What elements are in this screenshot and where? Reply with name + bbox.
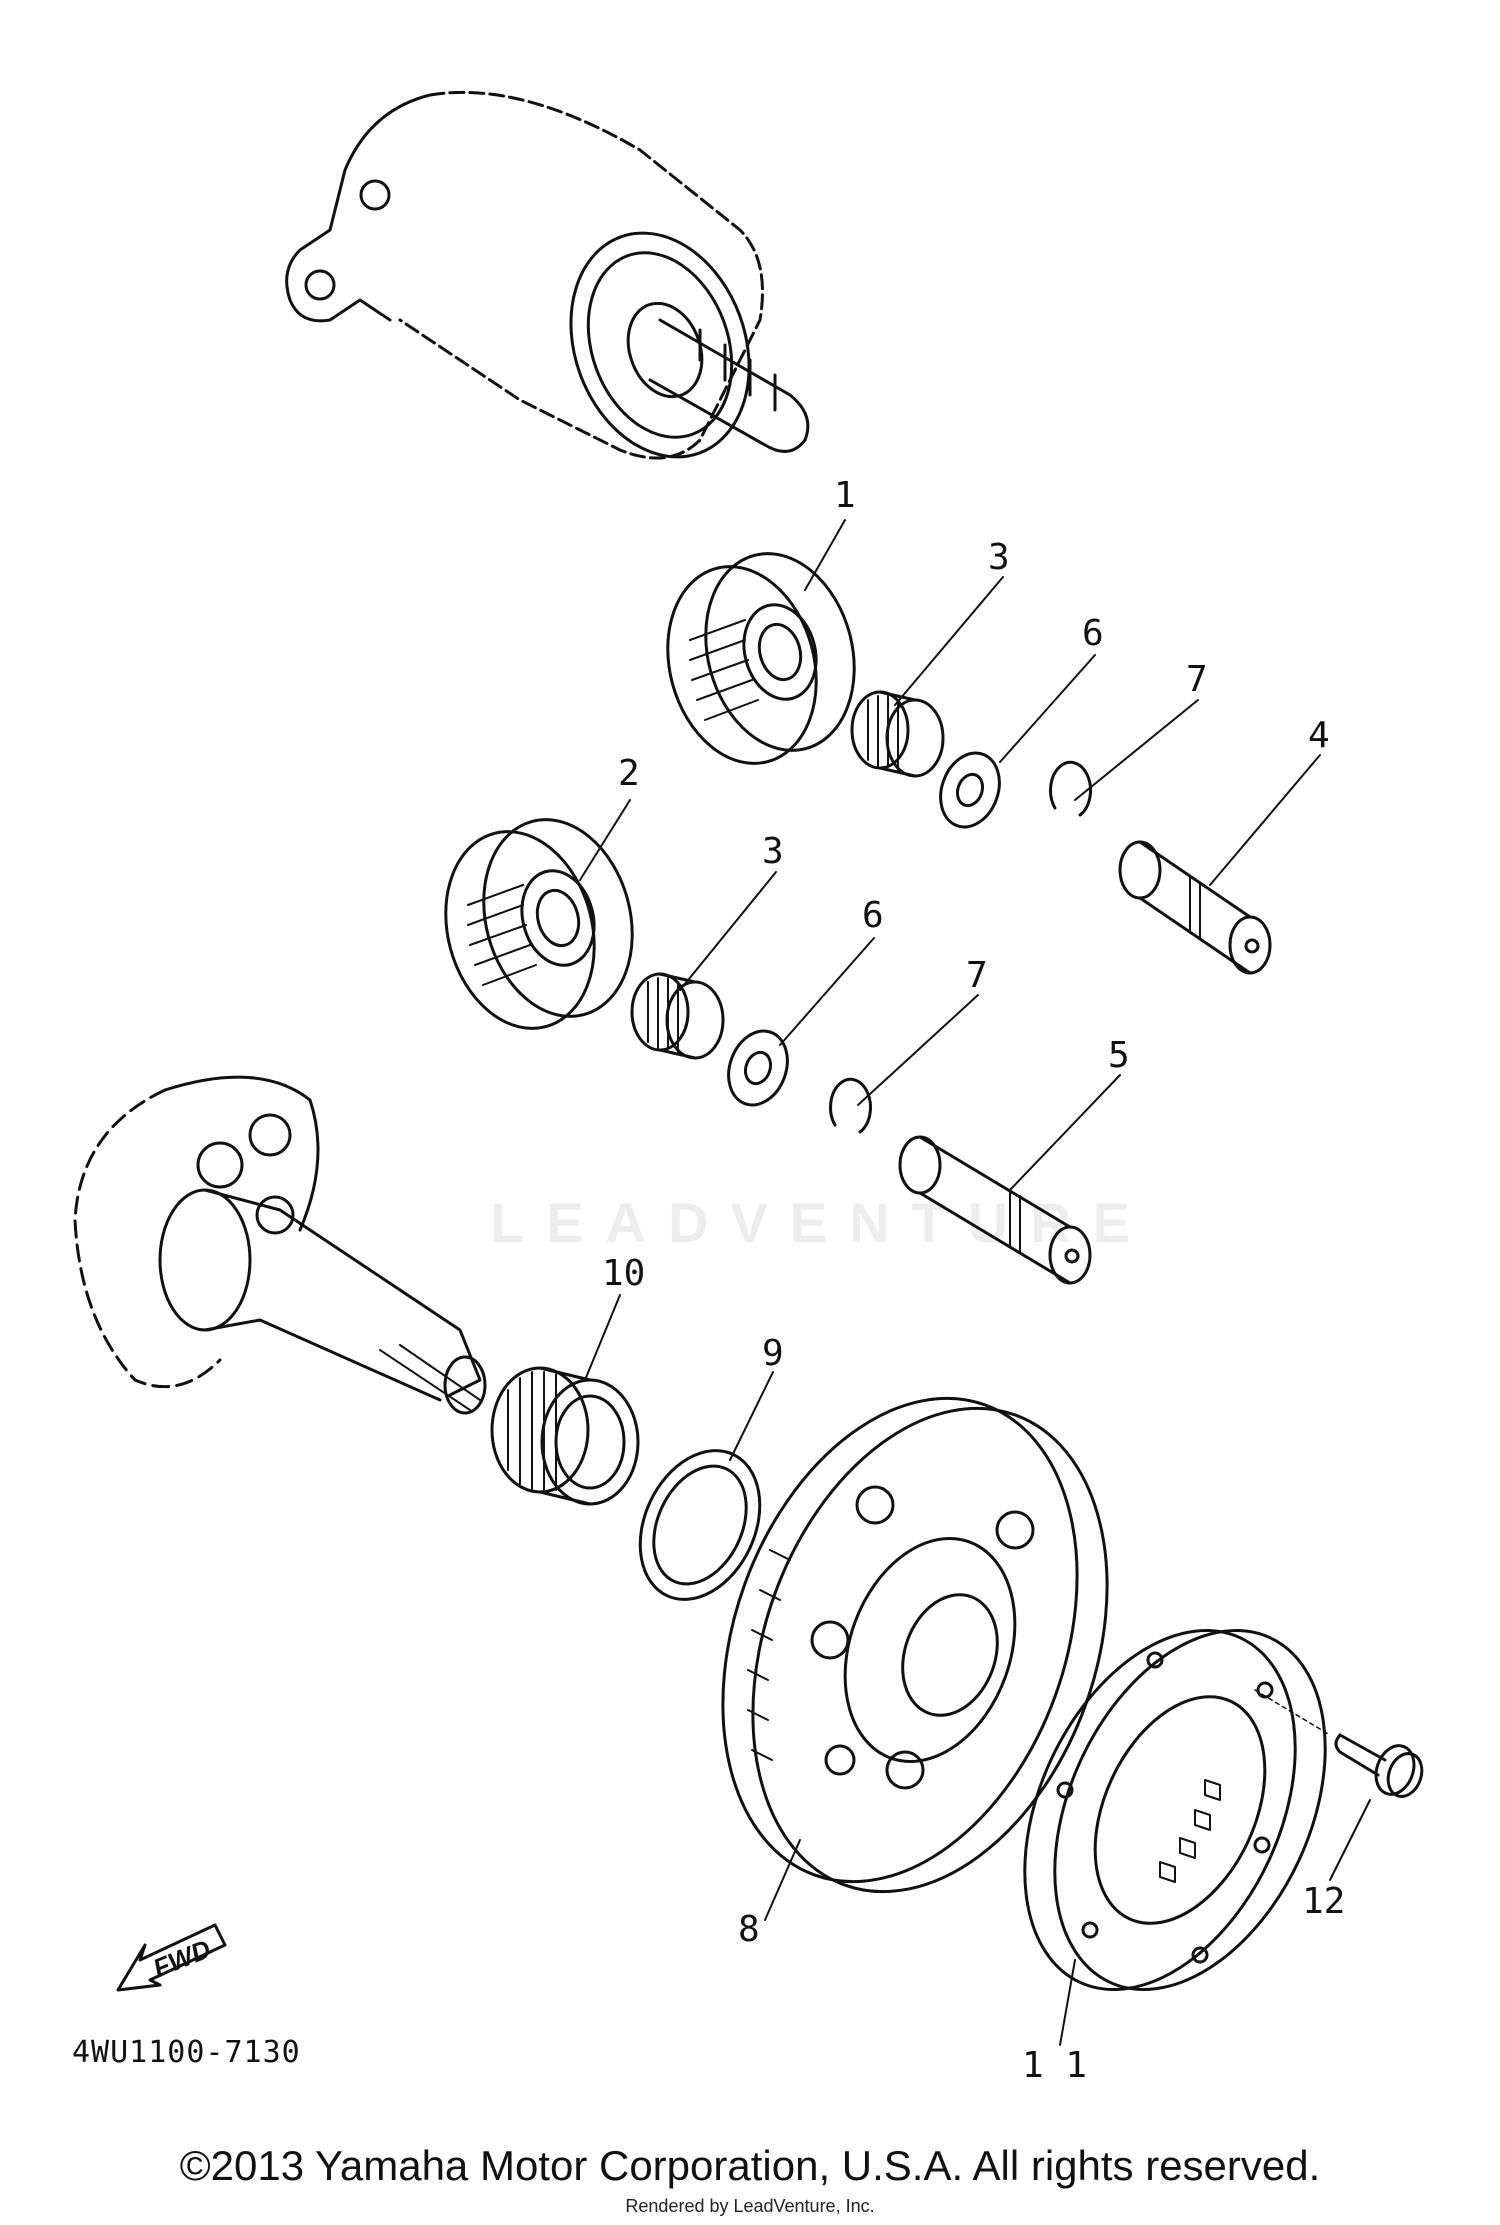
callout-10: 10 <box>602 1253 646 1294</box>
callout-1: 1 <box>834 475 856 516</box>
callout-4: 4 <box>1308 715 1330 756</box>
part-3-needle-bearing-upper <box>850 690 945 778</box>
part-2-gear <box>444 818 634 1030</box>
part-1-gear <box>666 552 856 765</box>
watermark: LEADVENTURE <box>490 1191 1153 1254</box>
callout-11: 1 1 <box>1022 2045 1088 2086</box>
callout-3-lower: 3 <box>762 831 784 872</box>
part-7-circlip-upper <box>1049 760 1093 817</box>
callout-8: 8 <box>738 1909 760 1950</box>
starter-motor <box>285 90 810 460</box>
callout-6-lower: 6 <box>862 895 884 936</box>
callout-9: 9 <box>762 1333 784 1374</box>
part-4-shaft <box>1118 840 1272 975</box>
part-11-one-way-clutch <box>1023 1628 1327 1992</box>
callout-12: 12 <box>1302 1881 1346 1922</box>
gear-shaft-assembly <box>73 1075 487 1415</box>
part-7-circlip-lower <box>829 1077 873 1134</box>
diagram-code: 4WU1100-7130 <box>72 2035 301 2070</box>
callout-2: 2 <box>618 753 640 794</box>
rendered-by-credit: Rendered by LeadVenture, Inc. <box>625 2196 875 2216</box>
part-10-bearing <box>490 1366 640 1506</box>
part-5-shaft <box>898 1135 1092 1285</box>
part-12-bolt <box>1254 1689 1424 1798</box>
part-6-washer-upper <box>939 751 1001 829</box>
callout-7-lower: 7 <box>966 955 988 996</box>
part-3-needle-bearing-lower <box>630 972 725 1060</box>
leader-lines <box>579 519 1371 2046</box>
part-8-starter-gear <box>721 1396 1109 1894</box>
copyright-notice: ©2013 Yamaha Motor Corporation, U.S.A. A… <box>179 2142 1321 2189</box>
callout-3-upper: 3 <box>988 537 1010 578</box>
fwd-arrow-icon: FWD <box>116 1923 227 1992</box>
callout-5: 5 <box>1108 1035 1130 1076</box>
callout-7-upper: 7 <box>1186 659 1208 700</box>
part-6-washer-lower <box>727 1029 789 1107</box>
part-9-washer <box>638 1449 762 1601</box>
callout-6-upper: 6 <box>1082 613 1104 654</box>
